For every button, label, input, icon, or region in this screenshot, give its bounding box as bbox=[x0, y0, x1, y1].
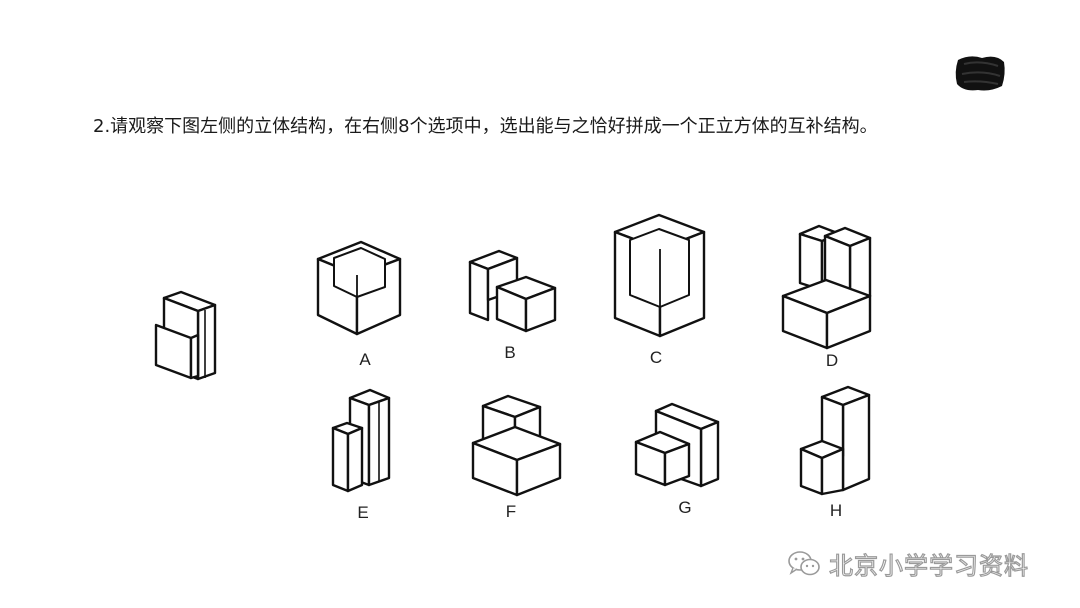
option-a-structure[interactable] bbox=[316, 240, 402, 336]
wechat-icon bbox=[788, 550, 820, 575]
question-text: 2.请观察下图左侧的立体结构，在右侧8个选项中，选出能与之恰好拼成一个正立方体的… bbox=[93, 116, 878, 137]
option-d-label: D bbox=[825, 351, 839, 370]
original-structure bbox=[154, 290, 217, 381]
option-c-structure[interactable] bbox=[613, 213, 706, 338]
option-e-structure[interactable] bbox=[331, 388, 391, 493]
option-h-structure[interactable] bbox=[799, 385, 871, 496]
option-d-structure[interactable] bbox=[781, 224, 872, 350]
option-a-label: A bbox=[359, 350, 371, 369]
option-h-label: H bbox=[829, 501, 843, 520]
option-g-structure[interactable] bbox=[634, 402, 720, 488]
option-g-label: G bbox=[678, 498, 692, 517]
option-b-label: B bbox=[504, 343, 516, 362]
option-e-label: E bbox=[357, 503, 369, 522]
watermark: 北京小学学习资料 bbox=[787, 546, 1029, 581]
option-f-label: F bbox=[505, 502, 517, 521]
scribble-mark-icon bbox=[955, 56, 1005, 91]
option-b-structure[interactable] bbox=[468, 249, 557, 333]
watermark-text: 北京小学学习资料 bbox=[828, 551, 1029, 580]
option-f-structure[interactable] bbox=[471, 394, 562, 497]
option-c-label: C bbox=[649, 348, 663, 367]
